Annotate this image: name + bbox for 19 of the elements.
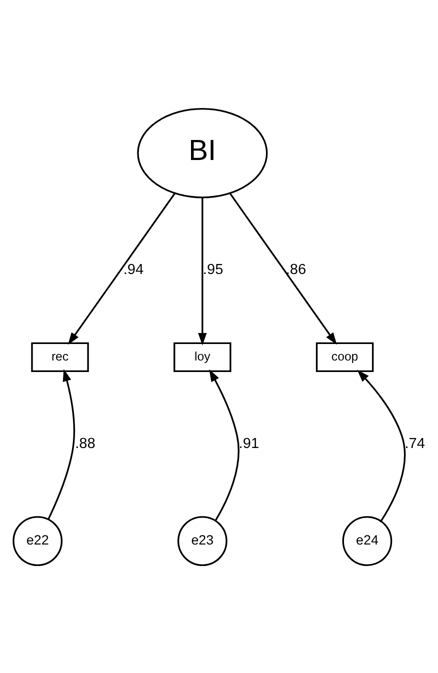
node-ellipse: BI	[136, 108, 268, 198]
edge-label: .91	[238, 435, 259, 452]
node-circle: e22	[12, 516, 62, 566]
edge-label: .74	[404, 435, 424, 452]
node-box: coop	[315, 342, 374, 372]
arrow	[47, 368, 74, 520]
arrow	[198, 197, 206, 345]
arrow	[208, 368, 239, 520]
arrow	[229, 192, 336, 344]
edge-label: .88	[74, 435, 95, 452]
node-box: loy	[173, 342, 231, 372]
edge-label: .95	[202, 262, 223, 278]
edge-label: .94	[122, 262, 144, 278]
node-circle: e23	[176, 516, 227, 566]
node-box: rec	[30, 342, 88, 372]
arrow	[356, 369, 406, 522]
node-circle: e24	[342, 516, 392, 566]
edge-label: .86	[285, 262, 306, 278]
arrow	[67, 192, 175, 344]
